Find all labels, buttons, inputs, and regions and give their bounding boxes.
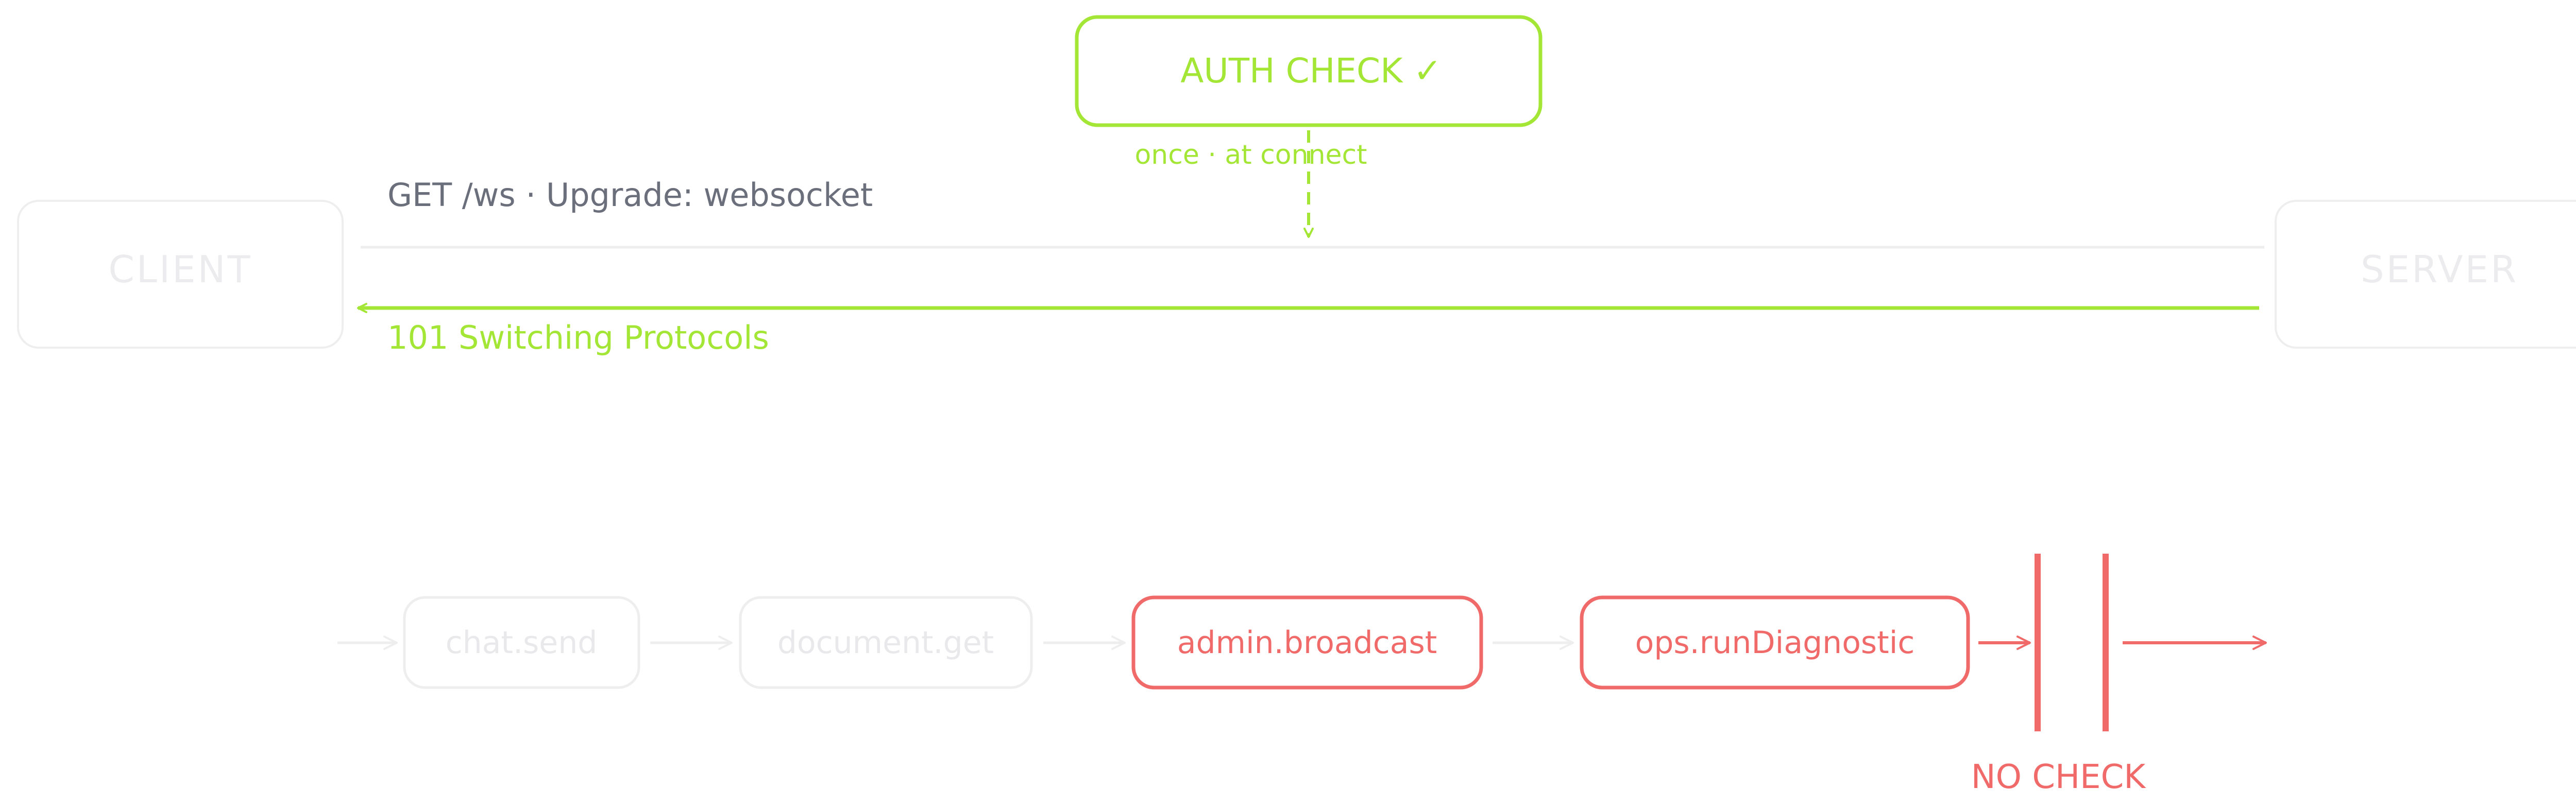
client-actor: CLIENT [17, 200, 344, 349]
open-gate [2035, 554, 2109, 731]
auth-check-label: AUTH CHECK ✓ [1180, 51, 1442, 91]
handshake-request: GET /ws · Upgrade: websocket [361, 176, 2264, 249]
message-label-ops-run-diagnostic: ops.runDiagnostic [1635, 625, 1915, 661]
message-label-admin-broadcast: admin.broadcast [1177, 625, 1437, 661]
server-label: SERVER [2361, 248, 2518, 291]
message-flow: chat.send document.get admin.broadcast o… [337, 554, 2267, 796]
message-label-chat-send: chat.send [446, 625, 598, 661]
handshake-response-label: 101 Switching Protocols [387, 319, 769, 356]
client-box [17, 200, 344, 349]
message-label-document-get: document.get [777, 625, 994, 661]
auth-check: AUTH CHECK ✓ once · at connect [1075, 15, 1543, 238]
handshake-request-label: GET /ws · Upgrade: websocket [387, 176, 873, 214]
message-box-document-get [739, 596, 1033, 689]
handshake-response: 101 Switching Protocols [357, 303, 2259, 356]
server-box [2275, 200, 2576, 349]
no-check-label: NO CHECK [1971, 758, 2147, 796]
auth-check-box [1075, 15, 1543, 127]
auth-check-note: once · at connect [1134, 140, 1367, 170]
client-label: CLIENT [109, 248, 252, 291]
message-box-ops-run-diagnostic [1580, 595, 1970, 690]
message-box-admin-broadcast [1131, 595, 1483, 690]
server-actor: SERVER [2275, 200, 2576, 349]
message-box-chat-send [403, 596, 640, 689]
